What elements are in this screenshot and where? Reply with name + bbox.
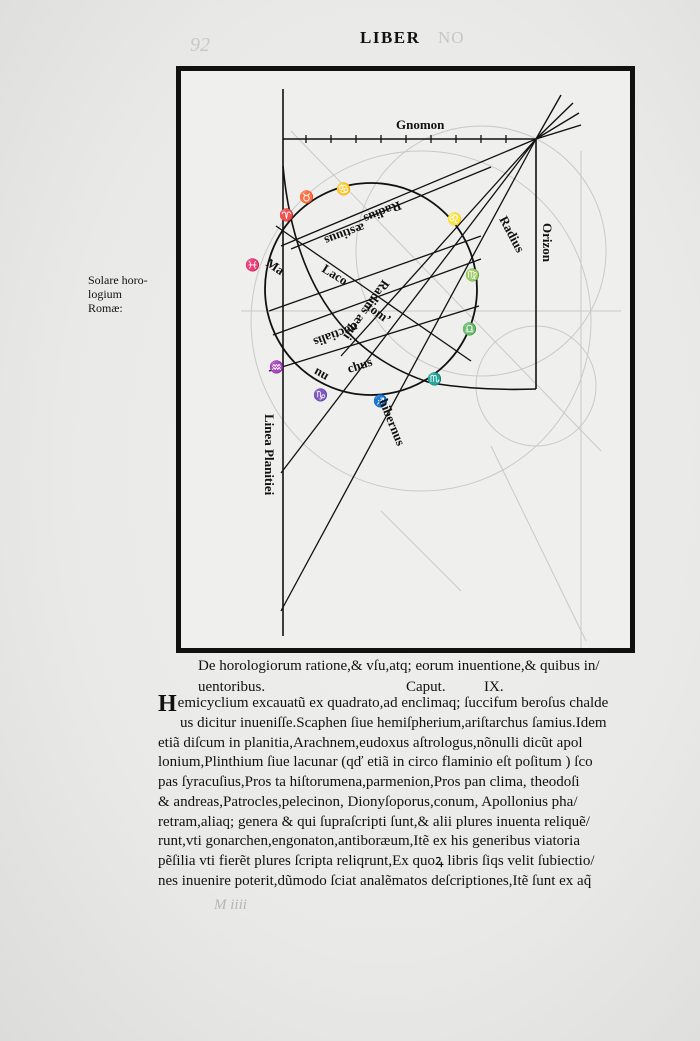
margin-note-line: Romæ:	[88, 301, 123, 315]
aestiuus-label: æstiuus	[323, 220, 368, 248]
analemma-woodcut-figure: ♋ ♌ ♍ ♎ ♏ ♐ ♑ ♒ ♓ ♈ ♉ Gnomon Orizon Radi…	[176, 66, 635, 653]
zodiac-sign: ♈	[279, 208, 294, 222]
zodiac-sign: ♋	[336, 182, 351, 196]
analemma-diagram: ♋ ♌ ♍ ♎ ♏ ♐ ♑ ♒ ♓ ♈ ♉ Gnomon Orizon Radi…	[241, 89, 621, 648]
zodiac-sign: ♐	[373, 394, 388, 408]
caption-text: uentoribus.	[198, 679, 266, 695]
body-line: retram,aliaq; genera & qui ſupraſcripti …	[158, 813, 590, 830]
radius-label: Radius	[362, 198, 404, 227]
sun-rays	[535, 94, 582, 140]
circle-chords	[268, 166, 492, 372]
meridian-arc	[282, 165, 537, 391]
zodiac-sign: ♒	[269, 360, 284, 374]
chapter-caption: De horologiorum ratione,& vſu,atq; eorum…	[198, 656, 668, 698]
radius-label: Radius	[496, 213, 528, 255]
nu-label: nu	[310, 365, 330, 385]
hibernus-label: hibernus	[376, 397, 408, 448]
orizon-label: Orizon	[540, 223, 555, 263]
ma-label: Ma	[263, 255, 287, 278]
sun-ray-lines	[280, 138, 537, 612]
linea-planitiei-label: Linea Planitiei	[262, 414, 277, 496]
zodiac-sign: ♓	[245, 258, 260, 272]
running-head-bleedthrough: NO	[438, 28, 465, 47]
zodiac-sign: ♍	[465, 268, 480, 282]
zodiac-sign: ♑	[313, 388, 328, 402]
body-line: us dicitur inueniſſe.Scaphen ſiue hemiſp…	[180, 715, 607, 731]
body-text: Hemicyclium excauatũ ex quadrato,ad encl…	[158, 691, 663, 891]
body-line: nes inuenire poterit,dũmodo ſciat analẽm…	[158, 872, 592, 889]
zodiac-sign: ♏	[427, 372, 442, 386]
gnomon-ticks	[305, 135, 507, 143]
body-line: Hemicyclium excauatũ ex quadrato,ad encl…	[158, 691, 663, 717]
caption-line: uentoribus. Caput. IX.	[198, 677, 668, 698]
gnomon-label: Gnomon	[396, 117, 445, 132]
folio-number-bleedthrough: 92	[190, 34, 210, 56]
margin-note-line: logium	[88, 287, 123, 301]
chus-label: chus	[345, 354, 374, 376]
analemma-circle	[264, 182, 478, 396]
margin-note: Solare horo- logium Romæ:	[88, 273, 148, 315]
zodiac-sign: ♉	[299, 190, 314, 204]
running-head: LIBER	[360, 28, 421, 47]
signature-bleedthrough: M iiii	[214, 897, 247, 913]
zodiac-sign: ♌	[447, 212, 462, 226]
chapter-label: Caput.	[406, 679, 446, 695]
chapter-number: IX.	[484, 679, 504, 695]
margin-note-line: Solare horo-	[88, 273, 148, 287]
body-line-text: emicyclium excauatũ ex quadrato,ad encli…	[177, 695, 609, 711]
bleedthrough-diagram	[241, 125, 621, 648]
body-line: runt,vti gonarchen,engonaton,antiboræum,…	[158, 833, 580, 850]
caption-line: De horologiorum ratione,& vſu,atq; eorum…	[198, 658, 600, 674]
body-line: pas ſyracuſius,Pros ta hiſtorumena,parme…	[158, 774, 580, 791]
body-line: pẽſilia vti fierẽt plures ſcripta reliqr…	[158, 852, 595, 869]
body-line: etiã diſcum in planitia,Arachnem,eudoxus…	[158, 734, 583, 751]
body-line: lonium,Plinthium ſiue lacunar (qď etiã i…	[158, 754, 593, 771]
drop-capital: H	[158, 691, 177, 717]
body-line: & andreas,Patrocles,pelecinon, Dionyſopo…	[158, 793, 578, 810]
zodiac-sign: ♎	[462, 322, 477, 336]
